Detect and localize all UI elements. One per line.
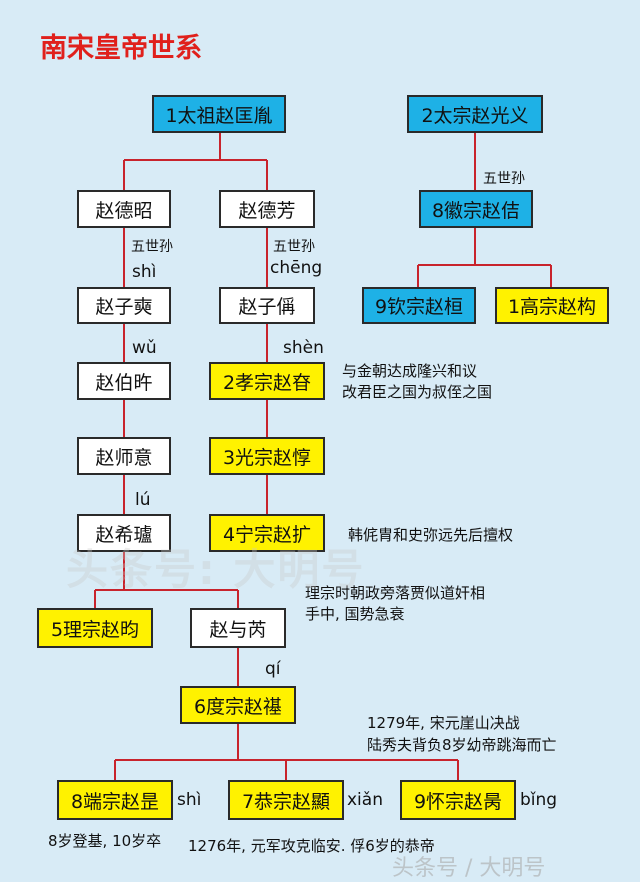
node-huizong: 8徽宗赵佶 <box>419 190 533 228</box>
node-duanzong: 8端宗赵昰 <box>57 780 173 820</box>
note-gongzong: 1276年, 元军攻克临安. 俘6岁的恭帝 <box>188 837 435 855</box>
node-xiaozong: 2孝宗赵昚 <box>209 362 325 400</box>
node-lizong: 5理宗赵昀 <box>37 608 153 648</box>
node-duzong: 6度宗赵禥 <box>180 686 296 724</box>
node-zishuang: 赵子奭 <box>77 287 171 324</box>
node-bozuo: 赵伯旿 <box>77 362 171 400</box>
label-wushisun-huizong: 五世孙 <box>483 171 525 187</box>
watermark: 头条号: 大明号 <box>66 545 366 594</box>
note-lizong-1: 理宗时朝政旁落贾似道奸相 <box>305 584 486 602</box>
pinyin-lu: lú <box>135 490 151 510</box>
page-title: 南宋皇帝世系 <box>40 33 202 64</box>
node-huaizong: 9怀宗赵昺 <box>400 780 516 820</box>
pinyin-xian: xiǎn <box>347 790 383 810</box>
pinyin-shi-zishuang: shì <box>132 262 157 282</box>
watermark-corner: 头条号 / 大明号 <box>392 856 546 881</box>
note-ningzong: 韩侂胄和史弥远先后擅权 <box>348 526 514 544</box>
node-zicheng: 赵子偁 <box>219 287 315 324</box>
pinyin-shi-duanzong: shì <box>177 790 202 810</box>
note-xiaozong-1: 与金朝达成隆兴和议 <box>342 362 478 380</box>
node-taizu: 1太祖赵匡胤 <box>152 95 286 133</box>
label-wushisun-defang: 五世孙 <box>273 239 315 255</box>
connector-taizu <box>123 132 268 190</box>
node-gaozong: 1高宗赵构 <box>495 287 609 324</box>
connector-huizong <box>417 228 552 287</box>
label-wushisun-dezhao: 五世孙 <box>131 239 173 255</box>
connector-xilu <box>94 552 239 608</box>
node-yurui: 赵与芮 <box>190 608 286 648</box>
pinyin-bing: bǐng <box>520 790 558 810</box>
note-duzong-1: 1279年, 宋元崖山决战 <box>367 714 520 732</box>
node-taizong: 2太宗赵光义 <box>407 95 543 133</box>
pinyin-wu: wǔ <box>132 338 157 358</box>
node-qinzong: 9钦宗赵桓 <box>362 287 476 324</box>
node-gongzong: 7恭宗赵顯 <box>228 780 344 820</box>
pinyin-shen: shèn <box>283 338 324 358</box>
node-dezhao: 赵德昭 <box>77 190 171 228</box>
node-shiyi: 赵师意 <box>77 437 171 475</box>
connector-duzong <box>114 724 459 780</box>
note-duzong-2: 陆秀夫背负8岁幼帝跳海而亡 <box>367 736 557 754</box>
node-guangzong: 3光宗赵惇 <box>209 437 325 475</box>
node-ningzong: 4宁宗赵扩 <box>209 514 325 552</box>
pinyin-cheng: chēng <box>270 258 323 278</box>
note-duanzong: 8岁登基, 10岁卒 <box>48 832 162 850</box>
note-xiaozong-2: 改君臣之国为叔侄之国 <box>342 383 493 401</box>
node-xilu: 赵希瓐 <box>77 514 171 552</box>
pinyin-qi: qí <box>265 659 281 679</box>
node-defang: 赵德芳 <box>219 190 315 228</box>
note-lizong-2: 手中, 国势急衰 <box>305 605 405 623</box>
